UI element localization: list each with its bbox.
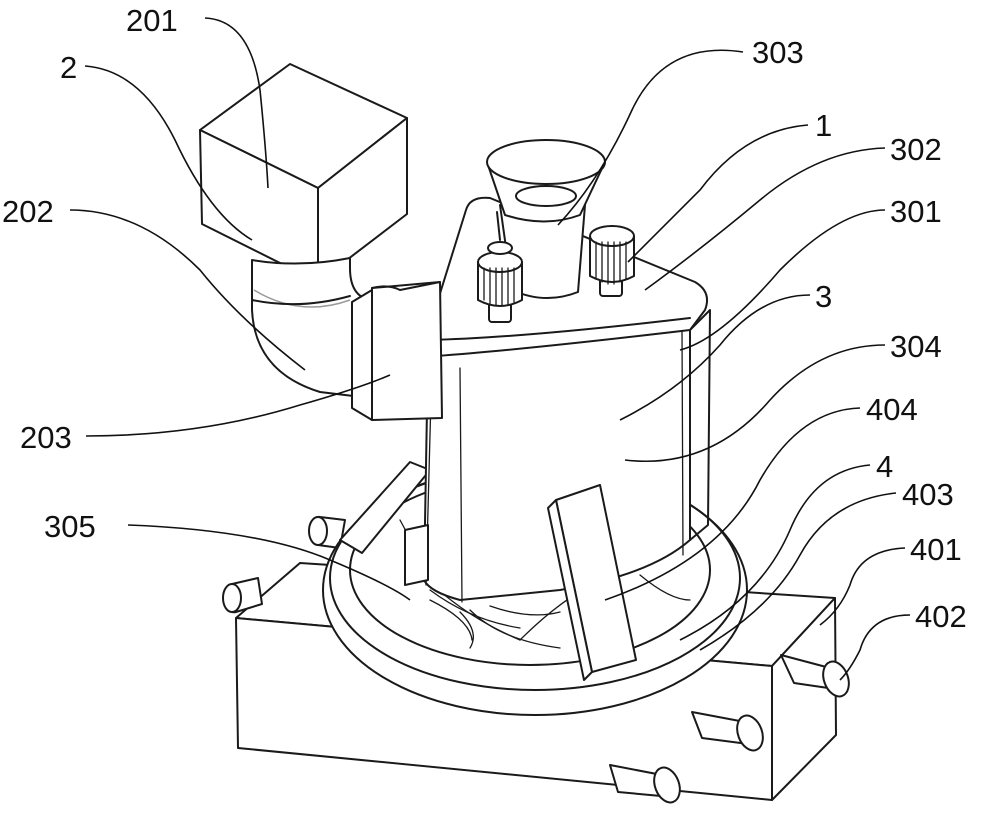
label-201: 201	[126, 3, 178, 38]
knob-right	[589, 225, 635, 297]
pipe-right-3	[609, 764, 681, 804]
label-4: 4	[876, 449, 893, 484]
label-402: 402	[915, 599, 967, 634]
label-3: 3	[815, 279, 832, 314]
label-403: 403	[902, 477, 954, 512]
pipe-left-front	[222, 577, 263, 614]
pipe-right-1	[780, 654, 850, 698]
label-203: 203	[20, 420, 72, 455]
connector-flange	[351, 281, 443, 421]
pipe-left-back	[308, 515, 346, 549]
leader-lines	[69, 17, 911, 681]
label-401: 401	[910, 532, 962, 567]
label-303: 303	[752, 35, 804, 70]
label-304: 304	[890, 329, 942, 364]
label-404: 404	[866, 392, 918, 427]
label-202: 202	[2, 194, 54, 229]
main-body	[404, 309, 711, 641]
motor-box	[199, 63, 408, 283]
knob-left	[477, 241, 523, 323]
inlet-pipes	[222, 515, 850, 804]
reference-labels: 201 2 202 203 303 1 302 301 3 304 404 4 …	[2, 3, 967, 634]
pipe-right-2	[691, 711, 764, 752]
label-305: 305	[44, 509, 96, 544]
label-2: 2	[60, 50, 77, 85]
deflector-plate	[547, 484, 637, 681]
label-1: 1	[815, 108, 832, 143]
label-301: 301	[890, 194, 942, 229]
label-302: 302	[890, 132, 942, 167]
